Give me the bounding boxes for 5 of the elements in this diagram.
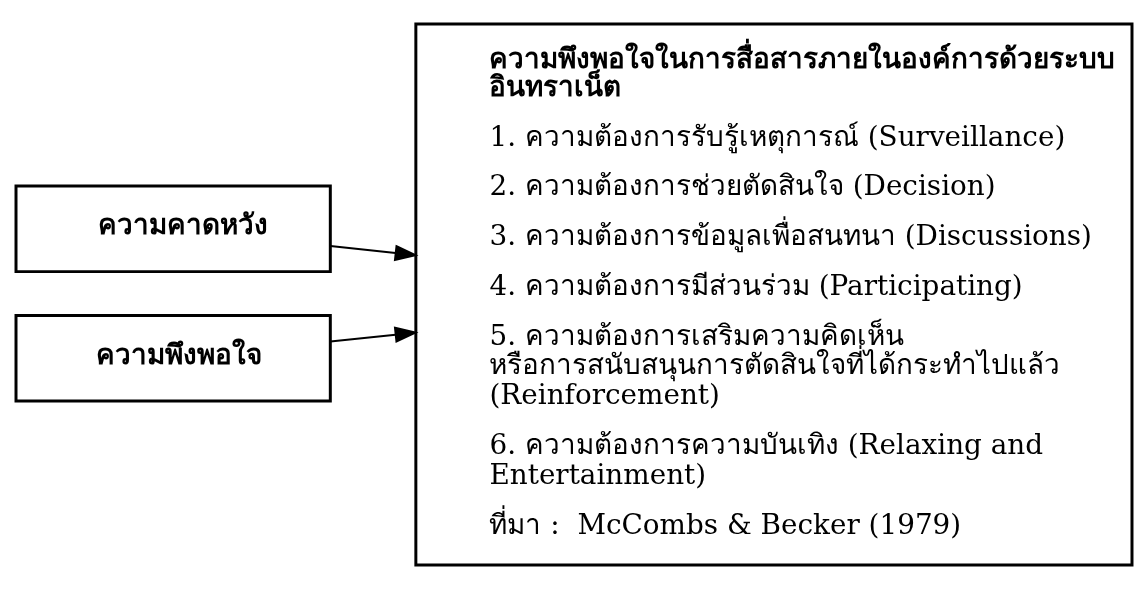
arrow bbox=[329, 326, 419, 344]
node-box: ความพึงพอใจในการสื่อสารภายในองค์การด้วยระบบอินทราเน็ต 1. ความต้องการรับรู้เหตุการณ์ (Surveillance) 2. ความต้องการช่วยตัดสินใจ (Decision) 3. ความต้องการข้อมูลเพื่อสนทนา (Discussions) 4. ความต้องการมีส่วนร่วม (Participating) 5. ความต้องการเสริมความคิดเห็น หรือการสนับสนุนการตัดสินใจที่ได้กระทำไปแล้ว (Reinforcement) 6. ความต้องการความบันเทิง (Relaxing and Entertainment) ที่มา : McCombs & Becker (1979) bbox=[414, 22, 1134, 567]
arrow bbox=[329, 244, 419, 262]
node-box: ความพึงพอใจ bbox=[14, 313, 332, 403]
node-box: ความคาดหวัง bbox=[14, 184, 332, 274]
